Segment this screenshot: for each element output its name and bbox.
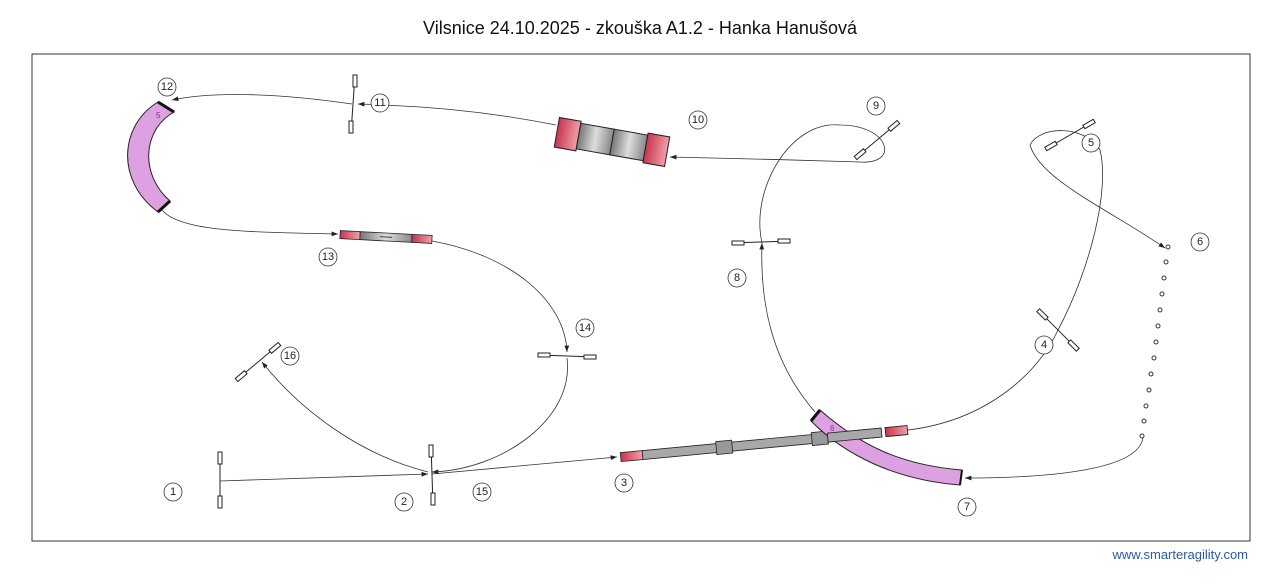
svg-text:1: 1 <box>170 486 176 498</box>
jump-9 <box>853 119 901 161</box>
jump-1 <box>217 451 223 509</box>
jump-14 <box>537 352 597 360</box>
number-1: 1 <box>163 482 183 502</box>
jump-11 <box>348 74 358 134</box>
a-frame <box>553 116 671 168</box>
number-11: 11 <box>370 93 390 113</box>
svg-text:12: 12 <box>161 81 173 93</box>
svg-text:2: 2 <box>401 496 407 508</box>
website-link[interactable]: www.smarteragility.com <box>1112 547 1248 562</box>
number-2: 2 <box>394 492 414 512</box>
tunnel-5: 5 <box>127 100 175 214</box>
number-3: 3 <box>614 473 634 493</box>
dog-walk-overlap <box>826 425 909 443</box>
svg-text:9: 9 <box>873 100 879 112</box>
number-4: 4 <box>1034 335 1054 355</box>
number-8: 8 <box>727 268 747 288</box>
number-14: 14 <box>575 318 595 338</box>
number-16: 16 <box>280 346 300 366</box>
svg-text:15: 15 <box>476 486 488 498</box>
jump-16 <box>234 341 282 383</box>
tunnel-label: 5 <box>156 111 161 120</box>
ring-border <box>31 53 1251 542</box>
number-5: 5 <box>1081 133 1101 153</box>
svg-text:8: 8 <box>734 272 740 284</box>
number-12: 12 <box>157 77 177 97</box>
jump-2 <box>428 444 436 506</box>
svg-text:11: 11 <box>374 97 385 109</box>
tunnel-label: 6 <box>830 424 835 433</box>
jump-8 <box>731 238 791 246</box>
svg-text:16: 16 <box>284 350 296 362</box>
number-15: 15 <box>472 482 492 502</box>
number-9: 9 <box>866 96 886 116</box>
number-6: 6 <box>1190 232 1210 252</box>
svg-text:10: 10 <box>692 114 704 126</box>
jump-5 <box>1044 118 1096 152</box>
number-10: 10 <box>688 110 708 130</box>
svg-text:3: 3 <box>621 477 627 489</box>
number-7: 7 <box>957 497 977 517</box>
svg-text:6: 6 <box>1197 236 1203 248</box>
jump-4 <box>1036 308 1080 352</box>
svg-text:5: 5 <box>1088 137 1094 149</box>
tunnel-6: 6 <box>809 409 963 486</box>
svg-text:14: 14 <box>579 322 591 334</box>
course-title: Vilsnice 24.10.2025 - zkouška A1.2 - Han… <box>423 18 857 38</box>
seesaw <box>339 230 433 244</box>
svg-text:7: 7 <box>964 501 970 513</box>
number-13: 13 <box>318 247 338 267</box>
svg-text:4: 4 <box>1041 339 1047 351</box>
svg-text:13: 13 <box>322 251 334 263</box>
weave-poles <box>1139 244 1171 439</box>
